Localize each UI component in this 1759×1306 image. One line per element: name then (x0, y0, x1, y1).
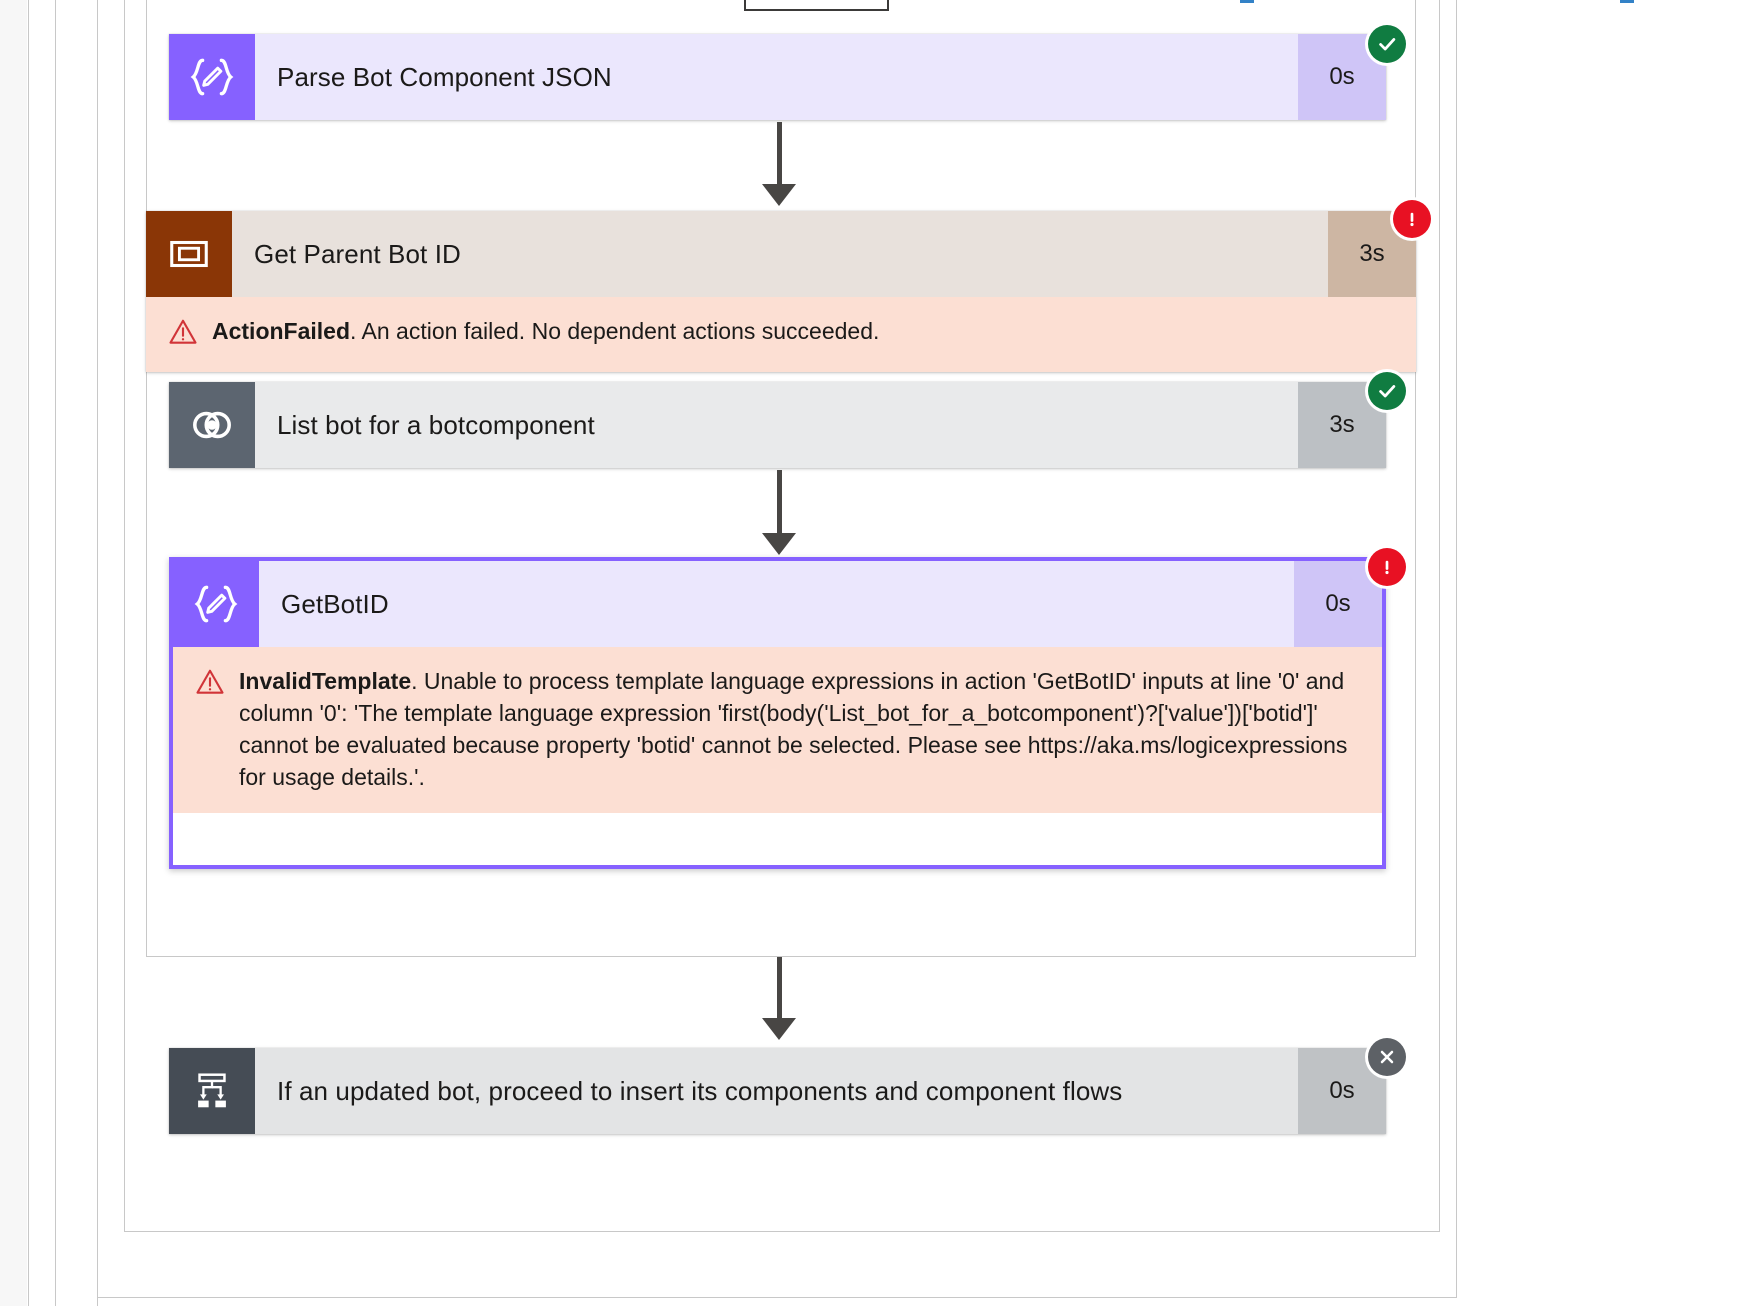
gutter-rail-1 (28, 0, 29, 1306)
action-card-header[interactable]: If an updated bot, proceed to insert its… (169, 1048, 1386, 1134)
status-badge-failed (1368, 548, 1406, 586)
action-title: Get Parent Bot ID (232, 211, 1328, 297)
parse-json-icon (169, 34, 255, 120)
cropped-action-above (744, 0, 889, 11)
scope-icon (146, 211, 232, 297)
scope-container-middle (124, 0, 1440, 1232)
cropped-link-text-1 (1240, 0, 1254, 3)
action-card-header[interactable]: GetBotID 0s (173, 561, 1382, 647)
condition-branch-icon (169, 1048, 255, 1134)
cropped-link-text-2 (1620, 0, 1634, 3)
connector-arrowhead (762, 533, 796, 555)
action-title: Parse Bot Component JSON (255, 34, 1298, 120)
error-message: InvalidTemplate. Unable to process templ… (229, 665, 1358, 793)
connector-line (777, 122, 782, 188)
error-code: ActionFailed (212, 318, 351, 344)
connector-arrowhead (762, 184, 796, 206)
card-footer-spacer (173, 813, 1382, 865)
action-card-parse-bot-component-json[interactable]: Parse Bot Component JSON 0s (169, 34, 1386, 120)
error-detail: . An action failed. No dependent actions… (350, 318, 880, 344)
action-card-getbotid[interactable]: GetBotID 0s InvalidTemplate. Unable to p… (169, 557, 1386, 869)
action-card-if-an-updated-bot[interactable]: If an updated bot, proceed to insert its… (169, 1048, 1386, 1134)
action-card-header[interactable]: List bot for a botcomponent 3s (169, 382, 1386, 468)
action-duration: 0s (1294, 561, 1382, 647)
gutter-rail-2 (55, 0, 56, 1306)
action-title: GetBotID (259, 561, 1294, 647)
action-card-list-bot-for-a-botcomponent[interactable]: List bot for a botcomponent 3s (169, 382, 1386, 468)
error-code: InvalidTemplate (239, 668, 412, 694)
error-detail: . Unable to process template language ex… (239, 668, 1348, 790)
connector-arrowhead (762, 1018, 796, 1040)
scope-container-inner (146, 0, 1416, 957)
error-message: ActionFailed. An action failed. No depen… (202, 315, 879, 347)
parse-json-icon (173, 561, 259, 647)
scope-container-outer (97, 0, 1457, 1298)
status-badge-succeeded (1368, 25, 1406, 63)
page-gutter-left (0, 0, 27, 1306)
action-title: List bot for a botcomponent (255, 382, 1298, 468)
status-badge-failed (1393, 200, 1431, 238)
warning-triangle-icon (168, 315, 202, 352)
action-card-header[interactable]: Get Parent Bot ID 3s (146, 211, 1416, 297)
status-badge-succeeded (1368, 372, 1406, 410)
action-card-header[interactable]: Parse Bot Component JSON 0s (169, 34, 1386, 120)
error-banner: ActionFailed. An action failed. No depen… (146, 297, 1416, 372)
error-banner: InvalidTemplate. Unable to process templ… (173, 647, 1382, 813)
connector-line (777, 470, 782, 537)
action-title: If an updated bot, proceed to insert its… (255, 1048, 1298, 1134)
warning-triangle-icon (195, 665, 229, 702)
dataverse-icon (169, 382, 255, 468)
action-card-get-parent-bot-id[interactable]: Get Parent Bot ID 3s ActionFailed. An ac… (146, 211, 1416, 372)
status-badge-skipped (1368, 1038, 1406, 1076)
connector-line (777, 957, 782, 1022)
